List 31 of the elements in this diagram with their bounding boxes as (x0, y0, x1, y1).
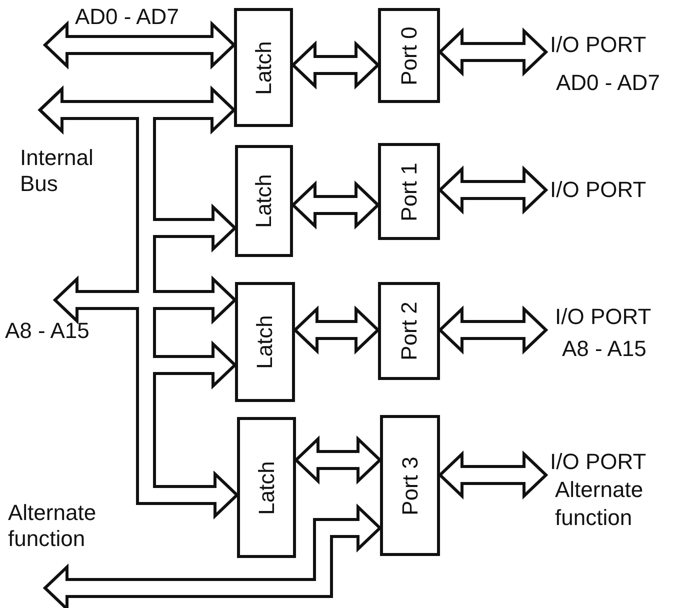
port-label: A8 - A15 (562, 335, 648, 363)
bus-arrow (54, 278, 236, 322)
bus-arrow (294, 438, 382, 482)
signal-label: A8 - A15 (5, 318, 90, 344)
bus-arrow (44, 22, 236, 68)
signal-label: AD0 - AD7 (75, 4, 179, 30)
block-box: Port 3 (380, 415, 440, 556)
bus-arrow (438, 30, 548, 74)
signal-label: Internal Bus (20, 145, 94, 197)
signal-label: Alternate function (8, 500, 98, 552)
block-box: Latch (237, 417, 296, 558)
block-box: Port 1 (378, 143, 440, 240)
port-label: I/O PORT (550, 448, 648, 476)
port-label: I/O PORT (550, 176, 648, 204)
bus-arrow (438, 452, 548, 498)
bus-arrow (292, 42, 380, 88)
bus-arrow (294, 308, 380, 352)
block-box: Latch (234, 8, 293, 127)
port-label: I/O PORT (550, 31, 648, 59)
bus-arrow (438, 308, 548, 352)
port-label: AD0 - AD7 (556, 69, 658, 97)
block-box: Port 0 (378, 8, 440, 103)
port-label: Alternate function (555, 476, 644, 532)
bus-arrow (292, 182, 380, 228)
block-box: Latch (235, 145, 293, 257)
block-box: Port 2 (378, 282, 440, 380)
bus-arrow (38, 88, 238, 518)
port-label: I/O PORT (555, 303, 652, 331)
bus-arrow (438, 168, 548, 212)
block-box: Latch (235, 282, 295, 402)
bus-arrow (44, 506, 382, 608)
